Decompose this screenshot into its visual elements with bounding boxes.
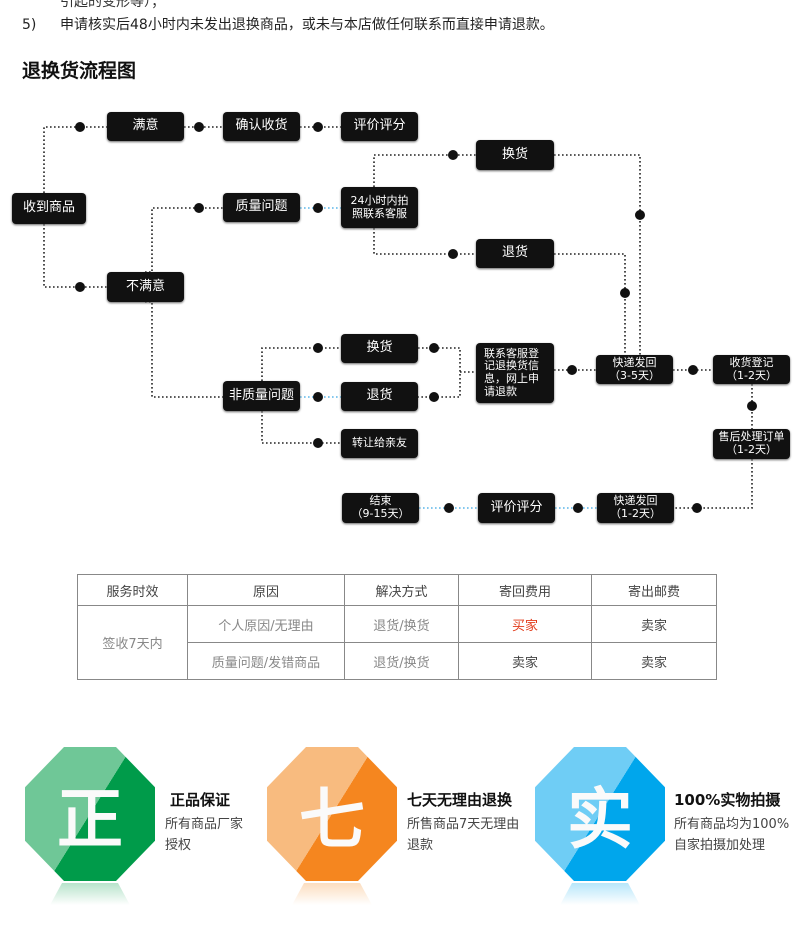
period-cell: 签收7天内	[77, 605, 188, 680]
octagon-icon: 七	[267, 747, 397, 881]
node-exchange: 换货	[341, 334, 418, 363]
reason-cell: 质量问题/发错商品	[187, 642, 345, 680]
solution-cell: 退货/换货	[344, 642, 459, 680]
table-header-row: 服务时效 原因 解决方式 寄回费用 寄出邮费	[77, 574, 717, 606]
badge-title: 七天无理由退换	[407, 791, 513, 809]
label: 结束	[369, 494, 392, 508]
header-cell: 寄出邮费	[591, 574, 717, 606]
node-ship-back-2: 快递发回（1-2天）	[597, 493, 674, 523]
octagon-icon: 正	[25, 747, 155, 881]
item-text: 申请核实后48小时内未发出退换商品，或未与本店做任何联系而直接申请退款。	[60, 17, 554, 33]
node-non-quality: 非质量问题	[223, 381, 300, 411]
node-rate-1: 评价评分	[341, 112, 418, 141]
node-satisfied: 满意	[107, 112, 184, 141]
return-fee-cell: 买家	[458, 605, 592, 643]
node-rate-2: 评价评分	[478, 493, 555, 523]
intro-item-5: 5) 申请核实后48小时内未发出退换商品，或未与本店做任何联系而直接申请退款。	[22, 14, 554, 34]
node-return: 退货	[341, 382, 418, 411]
item-number: 5)	[22, 17, 37, 33]
node-confirm-receipt: 确认收货	[223, 112, 300, 141]
label: 售后处理订单	[718, 430, 785, 444]
node-quality-issue: 质量问题	[223, 193, 300, 222]
node-end: 结束（9-15天）	[342, 493, 419, 523]
solution-cell: 退货/换货	[344, 605, 459, 643]
header-cell: 原因	[187, 574, 345, 606]
duration: （3-5天）	[609, 368, 660, 382]
node-aftersale: 售后处理订单（1-2天）	[713, 429, 790, 459]
node-contact-24h: 24小时内拍照联系客服	[341, 187, 418, 228]
node-transfer: 转让给亲友	[341, 429, 418, 458]
badge-title: 正品保证	[170, 791, 231, 809]
reflection	[50, 883, 130, 905]
reason-cell: 个人原因/无理由	[187, 605, 345, 643]
duration: （1-2天）	[726, 368, 777, 382]
duration: （9-15天）	[351, 507, 410, 520]
header-cell: 解决方式	[344, 574, 459, 606]
badge-glyph: 七	[299, 781, 365, 858]
table-row: 质量问题/发错商品 退货/换货 卖家 卖家	[78, 642, 717, 680]
label: 快递发回	[612, 355, 657, 369]
header-cell: 服务时效	[77, 574, 188, 606]
label: 快递发回	[613, 494, 658, 508]
duration: （1-2天）	[726, 443, 777, 456]
badge-desc: 所售商品7天无理由退款	[407, 817, 520, 853]
badge-glyph: 正	[57, 781, 123, 858]
shipping-fee-cell: 卖家	[591, 605, 717, 643]
node-exchange-top: 换货	[476, 140, 554, 170]
header-cell: 寄回费用	[458, 574, 592, 606]
return-fee-cell: 卖家	[458, 642, 592, 680]
badge-glyph: 实	[567, 781, 633, 858]
node-received: 收到商品	[12, 193, 86, 224]
badge-desc: 所有商品均为100%自家拍摄加处理	[674, 817, 790, 853]
badge-authentic: 正	[25, 747, 155, 917]
badge-title: 100%实物拍摄	[674, 791, 781, 809]
badge-desc: 所有商品厂家授权	[165, 817, 244, 853]
section-title: 退换货流程图	[22, 60, 137, 82]
duration: （1-2天）	[610, 507, 661, 520]
node-ship-back-1: 快递发回（3-5天）	[596, 355, 673, 384]
node-unsatisfied: 不满意	[107, 272, 184, 302]
flow-connectors	[43, 122, 757, 513]
node-register: 联系客服登记退换货信息，网上申请退款	[476, 343, 554, 403]
node-receive-register: 收货登记（1-2天）	[713, 355, 790, 384]
reflection	[560, 883, 640, 905]
label: 收货登记	[729, 355, 774, 369]
return-policy-table: 服务时效 原因 解决方式 寄回费用 寄出邮费 签收7天内 个人原因/无理由 退货…	[77, 574, 717, 680]
octagon-icon: 实	[535, 747, 665, 881]
intro-partial-line: 引起的变形等）；	[60, 0, 165, 10]
table-row: 签收7天内 个人原因/无理由 退货/换货 买家 卖家	[77, 605, 717, 680]
reflection	[292, 883, 372, 905]
badge-seven-day: 七	[267, 747, 397, 917]
shipping-fee-cell: 卖家	[591, 642, 717, 680]
node-return-top: 退货	[476, 239, 554, 268]
badge-real-photo: 实	[535, 747, 665, 917]
